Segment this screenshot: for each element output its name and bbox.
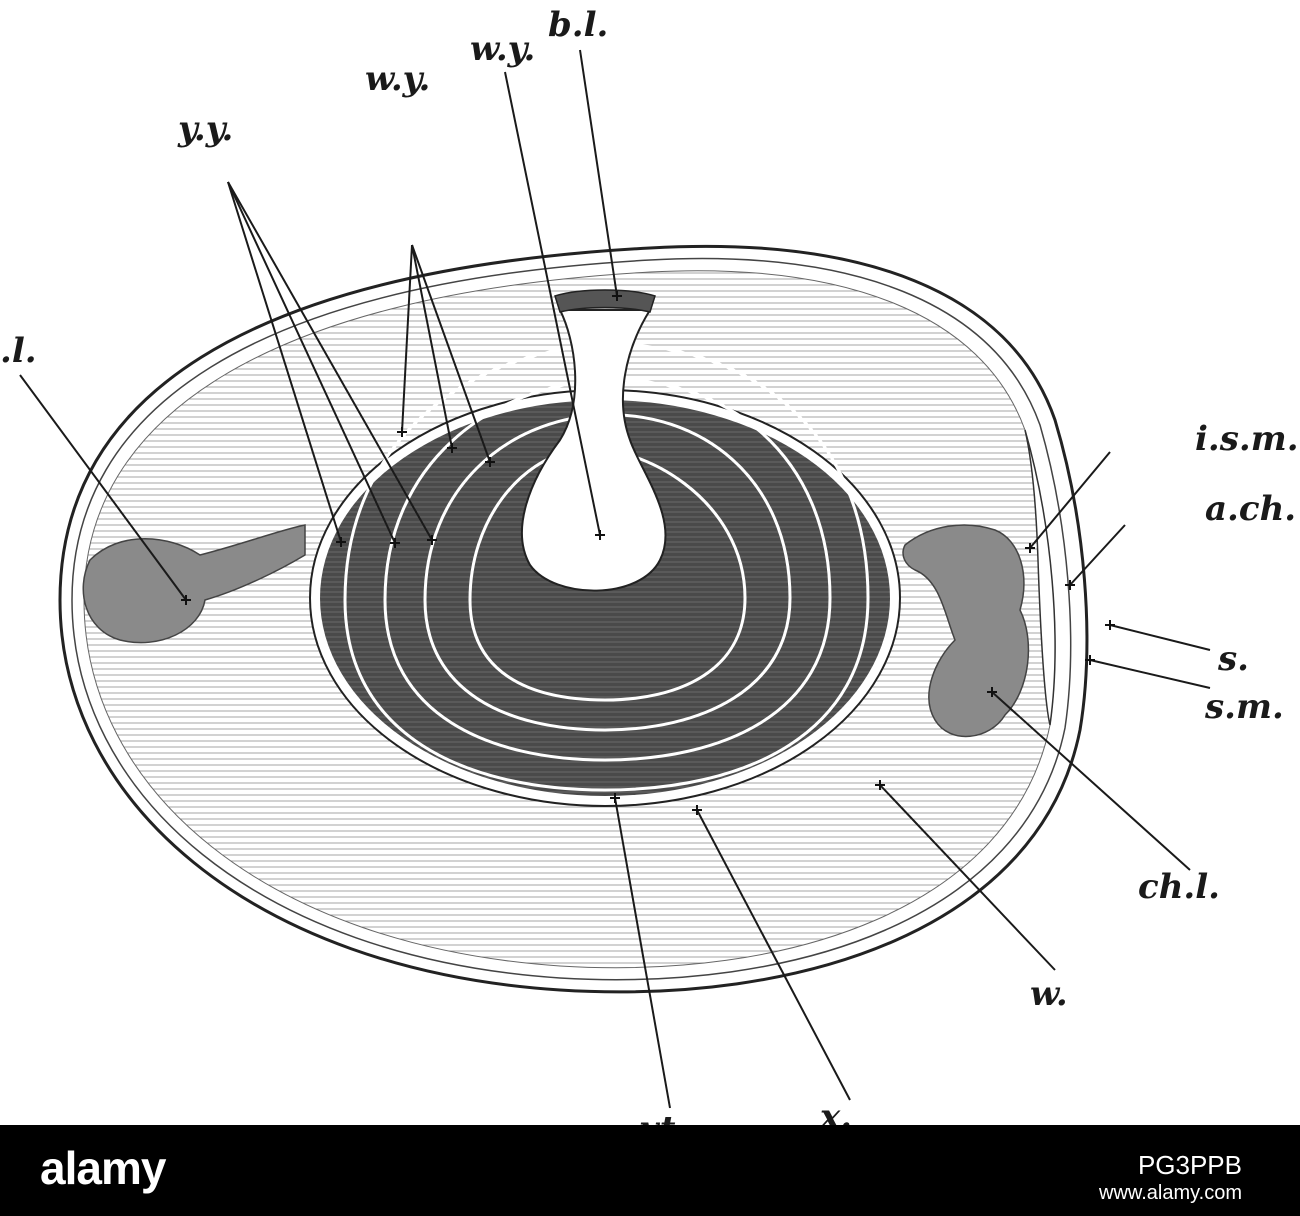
pointer-lines <box>19 49 1211 1109</box>
watermark-logo: alamy <box>40 1142 166 1194</box>
label-white-yolk-center: w.y. <box>470 29 535 69</box>
yolk-body <box>320 400 890 796</box>
label-chalaza-left: .l. <box>0 331 37 371</box>
blastoderm <box>554 289 656 313</box>
pointer-marks <box>181 291 1115 815</box>
label-yolk-yellow: y.y. <box>177 109 233 149</box>
watermark-banner <box>0 1125 1300 1216</box>
chalaza-left <box>82 524 306 644</box>
label-vitelline: vt. <box>640 1109 687 1125</box>
label-x: x. <box>819 1097 852 1125</box>
watermark-image-id: PG3PPB <box>1137 1150 1242 1180</box>
latebra <box>521 309 667 592</box>
egg-section-diagram: y.y. w.y. w.y. b.l. .l. i.s.m. a.ch. s. … <box>0 5 1299 1125</box>
label-blastoderm: b.l. <box>548 5 608 45</box>
air-chamber <box>1024 429 1056 726</box>
label-air-chamber: a.ch. <box>1205 489 1296 529</box>
chalaza-right <box>902 524 1030 737</box>
label-inner-shell-membrane: i.s.m. <box>1195 419 1299 459</box>
label-shell-membrane: s.m. <box>1204 687 1284 727</box>
white-yolk-layers <box>343 343 870 792</box>
label-chalaza-right: ch.l. <box>1138 867 1220 907</box>
label-white-yolk-group: w.y. <box>365 59 430 99</box>
shell-membrane <box>71 257 1072 981</box>
label-white: w. <box>1030 974 1068 1014</box>
label-shell: s. <box>1217 639 1249 679</box>
watermark-url: www.alamy.com <box>1099 1182 1242 1204</box>
